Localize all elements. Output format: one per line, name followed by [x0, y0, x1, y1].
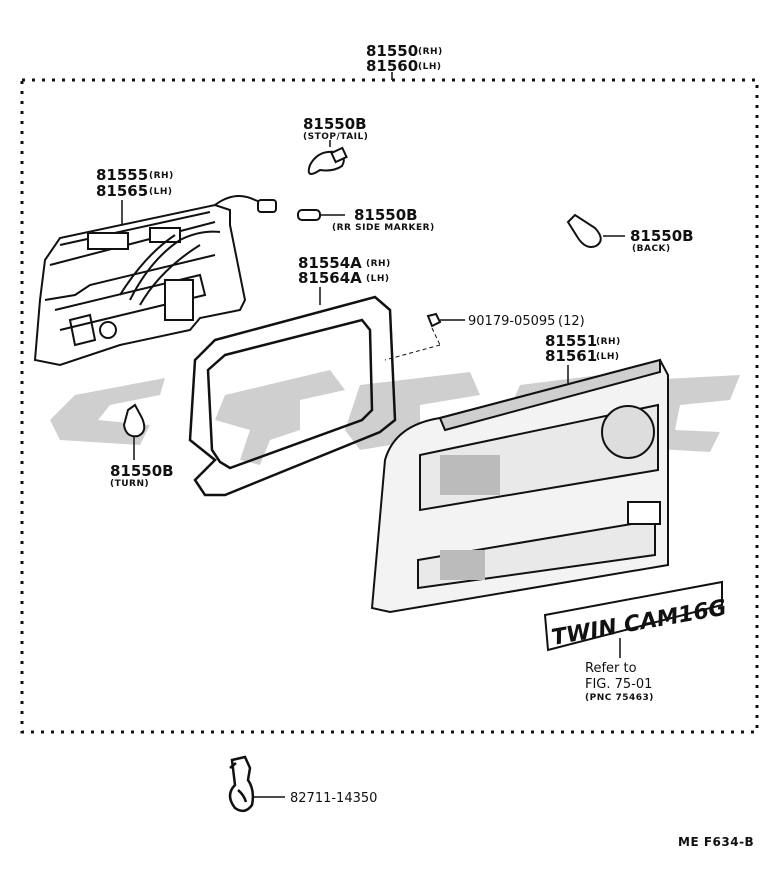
socket-wiring-rh-part: 81555: [96, 166, 148, 184]
nut-qty: (12): [558, 314, 585, 329]
back-bulb-part: 81550B: [630, 227, 694, 245]
tail-lens: [370, 358, 669, 614]
socket-wiring-rh-side: (RH): [149, 171, 174, 181]
stop-tail-bulb-part: 81550B: [303, 115, 367, 133]
rr-side-marker-desc: (RR SIDE MARKER): [332, 223, 435, 233]
turn-bulb: [122, 403, 146, 460]
socket-wiring-assembly: [33, 195, 277, 367]
stop-tail-bulb-desc: (STOP/TAIL): [303, 132, 368, 142]
gasket-lh-part: 81564A: [298, 269, 362, 287]
back-bulb: [566, 213, 625, 248]
assembly-rh-part: 81550: [366, 42, 418, 60]
gasket-rh-side: (RH): [366, 259, 391, 269]
rr-side-marker-part: 81550B: [354, 206, 418, 224]
turn-bulb-desc: (TURN): [110, 479, 149, 489]
assembly-rh-side: (RH): [418, 47, 443, 57]
nut-part: 90179-05095: [468, 314, 555, 329]
gasket-rh-part: 81554A: [298, 254, 362, 272]
refer-line3: (PNC 75463): [585, 693, 654, 703]
rr-side-marker-bulb: [297, 209, 345, 221]
lens-lh-part: 81561: [545, 347, 597, 365]
footer-code: ME F634-B: [678, 835, 754, 849]
lens-lh-side: (LH): [596, 352, 620, 362]
socket-wiring-lh-side: (LH): [149, 187, 173, 197]
socket-wiring-lh-part: 81565: [96, 182, 148, 200]
clamp-part: 82711-14350: [290, 791, 377, 806]
back-bulb-desc: (BACK): [632, 244, 671, 254]
gasket-lh-side: (LH): [366, 274, 390, 284]
gasket-frame: [188, 295, 397, 497]
nut-fastener: [384, 312, 465, 361]
lens-rh-side: (RH): [596, 337, 621, 347]
assembly-lh-side: (LH): [418, 62, 442, 72]
refer-line1: Refer to: [585, 661, 637, 676]
refer-line2: FIG. 75-01: [585, 677, 652, 692]
twin-cam-emblem: TWIN CAM16G: [543, 580, 729, 652]
stop-tail-bulb: [307, 140, 348, 175]
wire-clamp: [228, 755, 285, 813]
lens-rh-part: 81551: [545, 332, 597, 350]
turn-bulb-part: 81550B: [110, 462, 174, 480]
assembly-lh-part: 81560: [366, 57, 418, 75]
assembly-boundary: [20, 78, 759, 734]
